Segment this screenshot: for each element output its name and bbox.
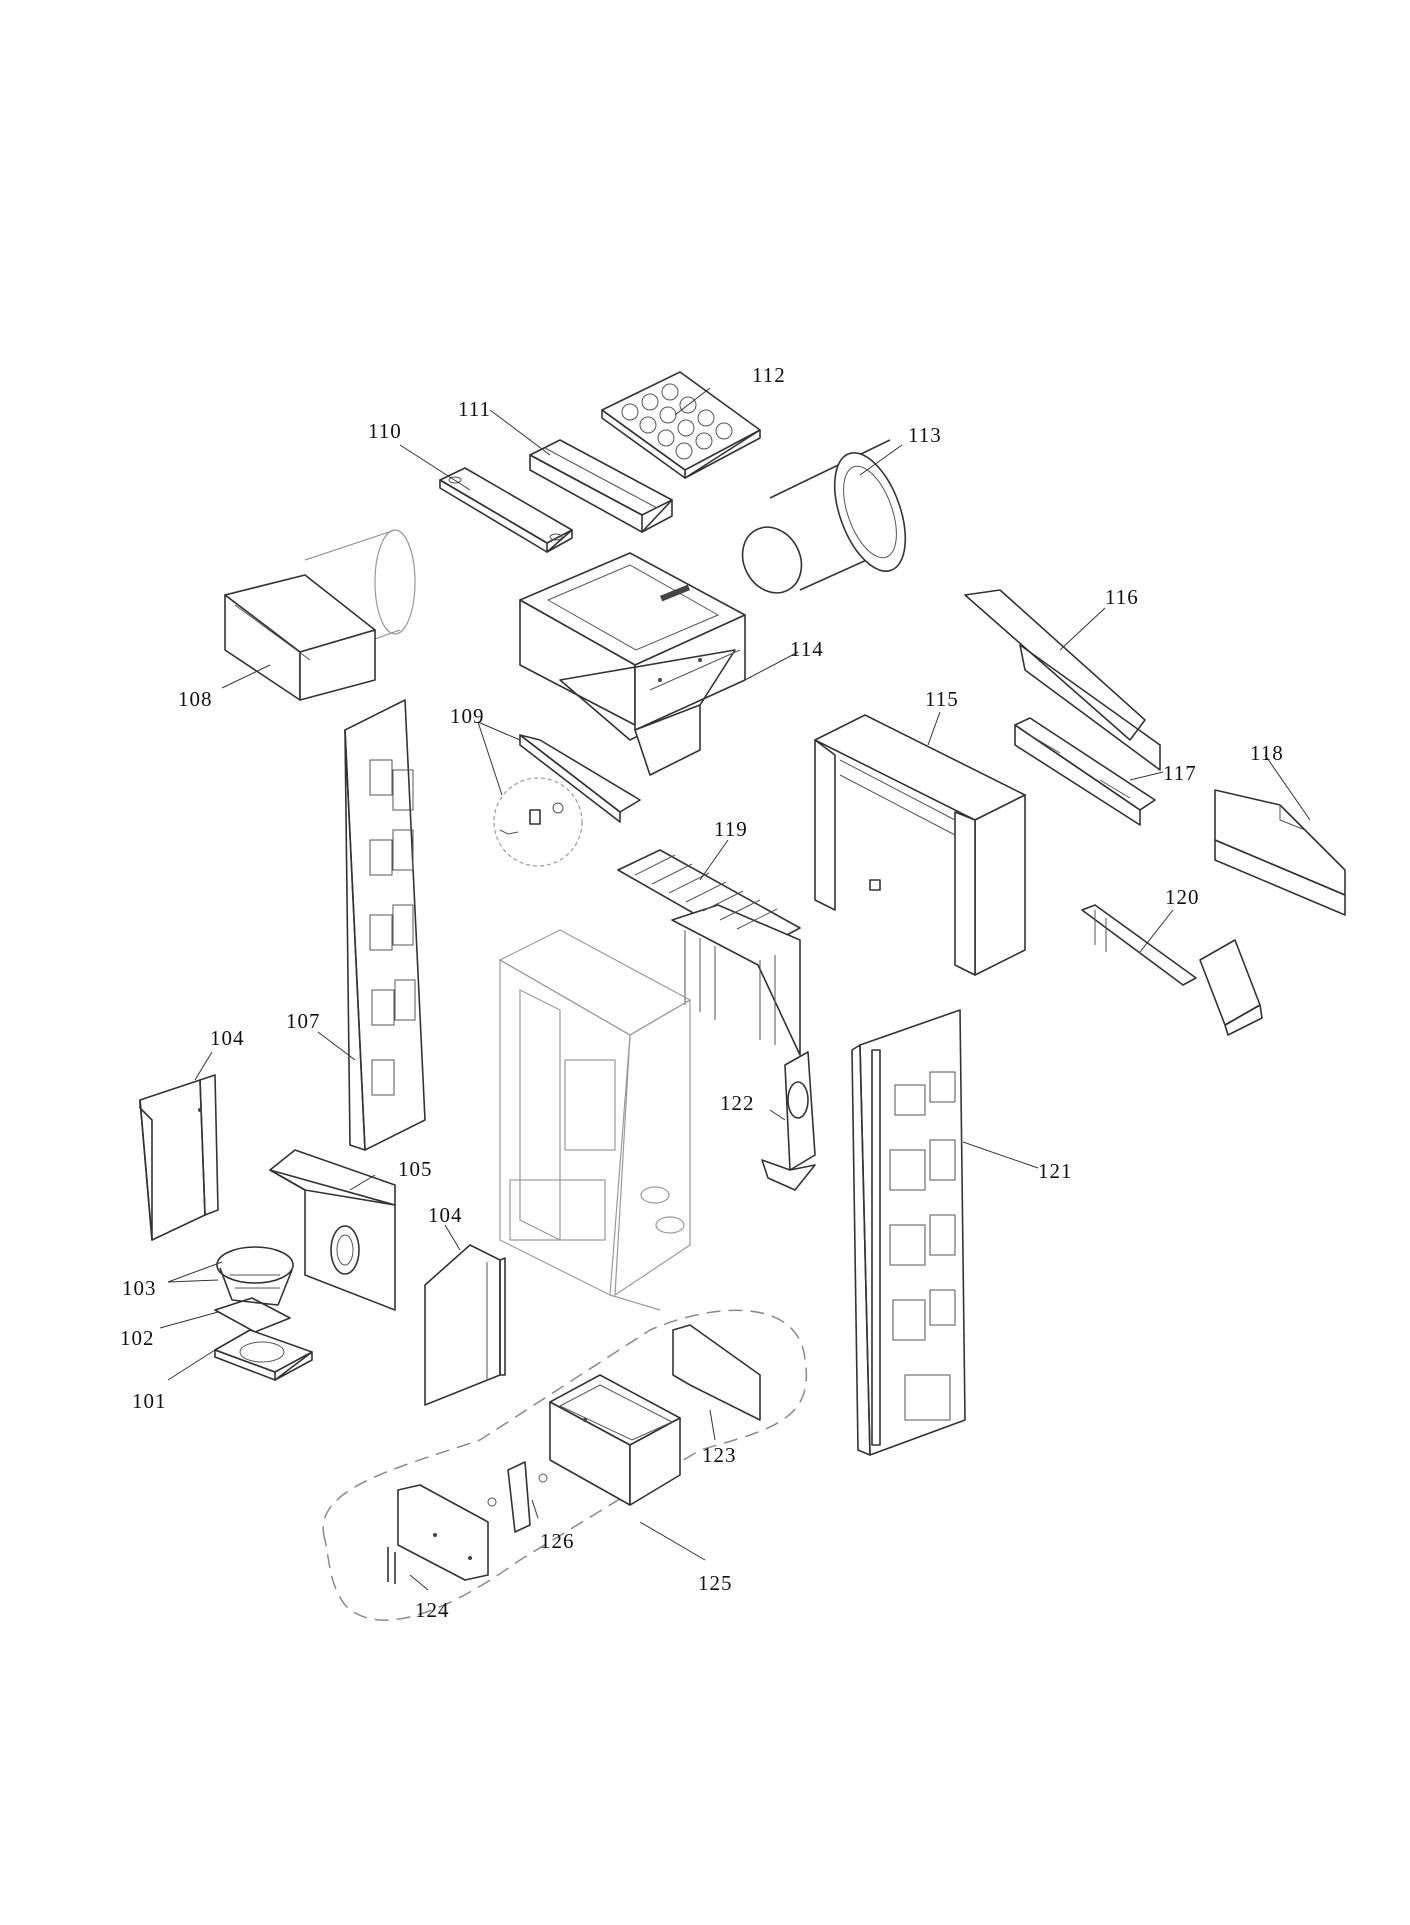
label-111: 111 [458,397,491,421]
part-labels: 112 111 110 113 108 114 109 116 115 117 … [120,363,1284,1622]
label-112: 112 [752,363,786,387]
label-104-left: 104 [210,1026,245,1050]
label-103: 103 [122,1276,157,1300]
part-104-center-panel [424,1244,506,1406]
part-109-bracket-detail [493,734,641,867]
label-104-center: 104 [428,1203,463,1227]
part-108-duct [224,529,416,701]
stove-body [498,929,692,1311]
part-112-grate-tray [601,371,761,479]
part-102-gasket [214,1297,291,1333]
part-124-plate [387,1484,489,1584]
part-125-group-outline [322,1309,808,1621]
leader-lines [159,387,1311,1591]
part-107-side-panel [344,699,426,1151]
label-114: 114 [790,637,824,661]
label-101: 101 [132,1389,167,1413]
part-115-rear-cover [814,714,1026,976]
label-115: 115 [925,687,959,711]
part-103-basket [216,1246,294,1306]
part-101-plate [214,1329,313,1381]
label-124: 124 [415,1598,450,1622]
part-104-left-panel [139,1074,219,1241]
part-121-side-panel [851,1009,966,1456]
part-111-bracket [529,439,673,533]
part-114-frame-top [519,552,746,776]
part-122-bracket [761,1051,816,1191]
part-118-panel [1214,789,1346,916]
label-122: 122 [720,1091,755,1115]
label-109: 109 [450,704,485,728]
label-118: 118 [1250,741,1284,765]
part-119-heat-exchanger [617,849,801,1056]
label-116: 116 [1105,585,1139,609]
label-121: 121 [1038,1159,1073,1183]
part-117-bracket [1014,717,1156,826]
label-107: 107 [286,1009,321,1033]
label-110: 110 [368,419,402,443]
label-102: 102 [120,1326,155,1350]
part-105-panel [269,1149,396,1311]
part-120-bracket [1081,904,1263,1036]
label-123: 123 [702,1443,737,1467]
label-120: 120 [1165,885,1200,909]
part-123-plate [672,1324,761,1421]
part-113-cylinder-pipe [741,439,907,594]
part-116-plate [964,589,1161,771]
label-117: 117 [1163,761,1197,785]
label-125: 125 [698,1571,733,1595]
part-110-plate [439,467,573,553]
part-126-box [487,1374,681,1533]
label-119: 119 [714,817,748,841]
label-113: 113 [908,423,942,447]
label-105: 105 [398,1157,433,1181]
label-108: 108 [178,687,213,711]
label-126: 126 [540,1529,575,1553]
